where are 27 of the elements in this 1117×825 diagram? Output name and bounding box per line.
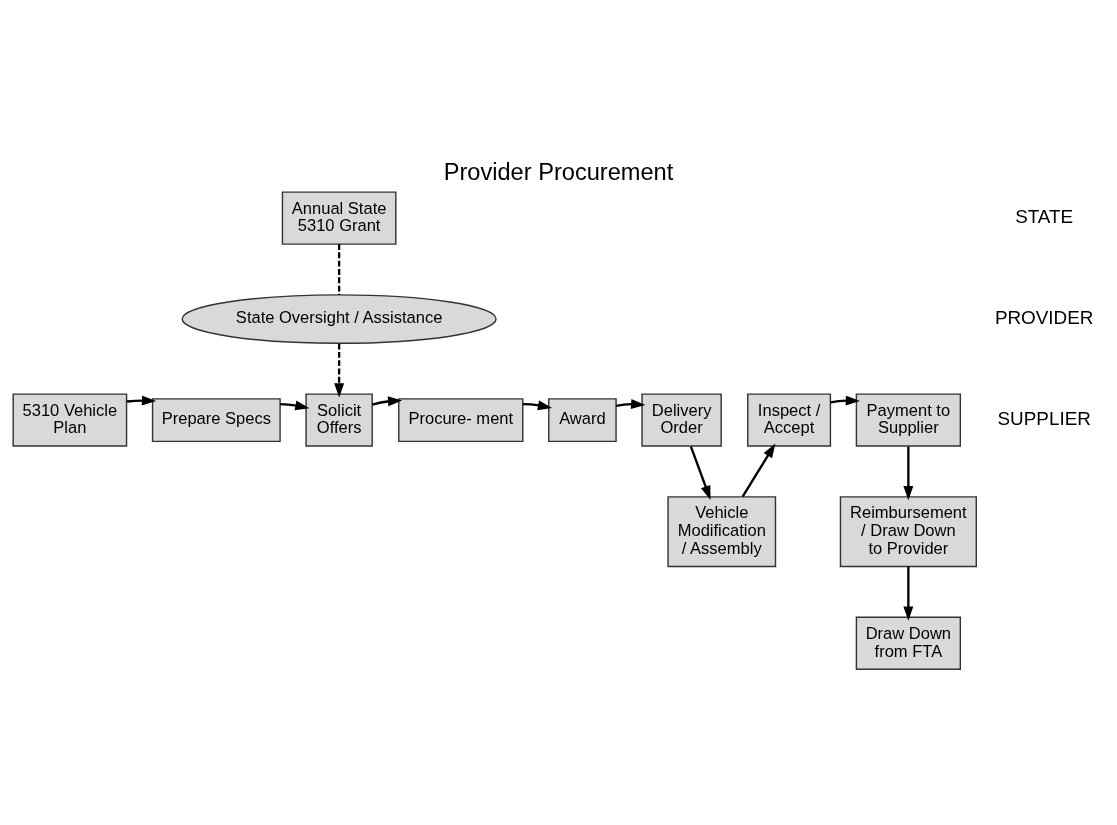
- label: STATE: [1015, 205, 1074, 227]
- arrow: [615, 398, 646, 409]
- node-box: Prepare Specs: [151, 397, 281, 442]
- node-box: Payment to Supplier: [855, 392, 962, 447]
- arrow: [334, 343, 345, 398]
- node-box: Delivery Order: [641, 392, 722, 447]
- node-box: Inspect / Accept: [747, 392, 832, 447]
- connector: [337, 243, 341, 295]
- arrow: [280, 400, 310, 410]
- node-ellipse: State Oversight / Assistance: [181, 293, 497, 344]
- node-box: Vehicle Modification / Assembly: [667, 495, 777, 567]
- arrow: [523, 399, 553, 410]
- label: PROVIDER: [994, 306, 1094, 328]
- node-box: 5310 Vehicle Plan: [12, 392, 128, 447]
- node-box: Annual State 5310 Grant: [281, 190, 397, 245]
- diagram-title: Provider Procurement: [443, 158, 674, 185]
- node-box: Reimbursement / Draw Down to Provider: [839, 495, 977, 567]
- node-box: Draw Down from FTA: [855, 616, 962, 670]
- arrow: [741, 443, 776, 497]
- arrow: [689, 445, 711, 500]
- node-box: Procure- ment: [398, 397, 524, 442]
- node-box: Solicit Offers: [305, 392, 373, 447]
- label: SUPPLIER: [997, 407, 1091, 429]
- arrow: [903, 446, 914, 500]
- arrow: [372, 395, 403, 406]
- arrow: [903, 566, 914, 621]
- node-box: Award: [548, 397, 617, 442]
